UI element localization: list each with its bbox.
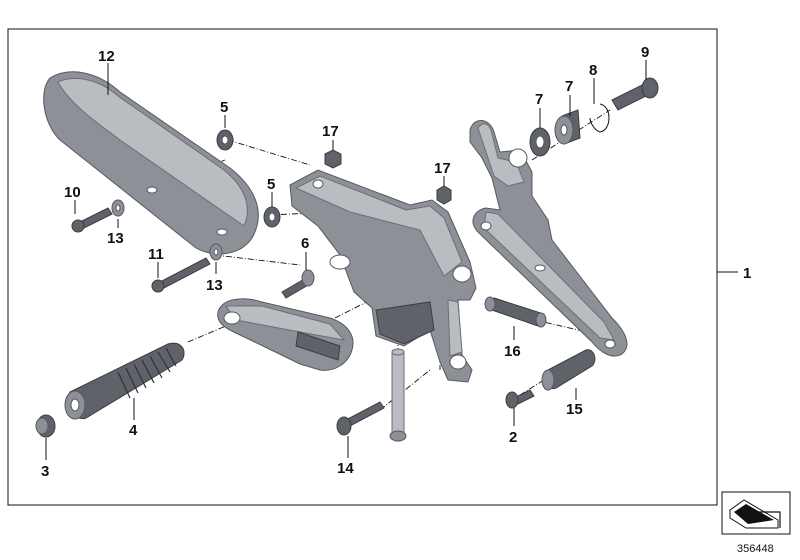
circlip bbox=[589, 103, 610, 133]
callout-12: 12 bbox=[98, 48, 115, 65]
screw-14 bbox=[336, 401, 385, 436]
nut-17-left bbox=[324, 149, 342, 169]
callout-17-right: 17 bbox=[434, 160, 451, 177]
brake-lever-arm bbox=[469, 120, 628, 357]
spacer-5-upper bbox=[216, 129, 234, 151]
callout-7-right: 7 bbox=[565, 78, 573, 95]
callout-11: 11 bbox=[148, 246, 164, 263]
callout-numbers: 12 5 17 17 5 10 13 6 11 13 7 7 8 9 1 16 … bbox=[41, 44, 751, 480]
washer-13-lower bbox=[209, 243, 223, 261]
washer-13-upper bbox=[111, 199, 125, 217]
callout-16: 16 bbox=[504, 343, 521, 360]
callout-8: 8 bbox=[589, 62, 597, 79]
callout-3: 3 bbox=[41, 463, 49, 480]
return-spring bbox=[484, 296, 547, 328]
screw-11 bbox=[151, 257, 211, 293]
callout-10: 10 bbox=[64, 184, 81, 201]
footrest-pivot-block bbox=[217, 298, 354, 371]
screw-10 bbox=[71, 207, 113, 233]
callout-13-lower: 13 bbox=[206, 277, 223, 294]
callout-13-upper: 13 bbox=[107, 230, 124, 247]
bushing-7-right bbox=[554, 109, 581, 145]
spacer-5-lower bbox=[263, 206, 281, 228]
callout-leader-lines bbox=[45, 60, 647, 460]
arrow-direction-icon bbox=[721, 491, 791, 535]
callout-9: 9 bbox=[641, 44, 649, 61]
callout-15: 15 bbox=[566, 401, 583, 418]
diagram-frame bbox=[7, 28, 718, 506]
bushing-7-left bbox=[529, 127, 551, 157]
screw-2 bbox=[505, 389, 535, 409]
callout-2: 2 bbox=[509, 429, 517, 446]
callout-5-upper: 5 bbox=[220, 99, 228, 116]
callout-6: 6 bbox=[301, 235, 309, 252]
bolt-9 bbox=[611, 77, 659, 111]
footpeg-rubber bbox=[64, 342, 185, 420]
callout-14: 14 bbox=[337, 460, 354, 477]
callout-5-lower: 5 bbox=[267, 176, 275, 193]
callout-1: 1 bbox=[743, 265, 751, 282]
document-number: 356448 bbox=[737, 543, 774, 555]
footrest-carrier-bracket bbox=[289, 169, 477, 383]
nut-17-right bbox=[436, 185, 452, 205]
pivot-pin bbox=[389, 348, 407, 442]
footpeg-end-cap bbox=[35, 414, 56, 438]
callout-4: 4 bbox=[129, 422, 138, 439]
sleeve-15 bbox=[541, 349, 596, 391]
heel-guard-plate bbox=[43, 71, 259, 255]
callout-7-left: 7 bbox=[535, 91, 543, 108]
screw-6 bbox=[281, 269, 315, 299]
callout-17-left: 17 bbox=[322, 123, 339, 140]
